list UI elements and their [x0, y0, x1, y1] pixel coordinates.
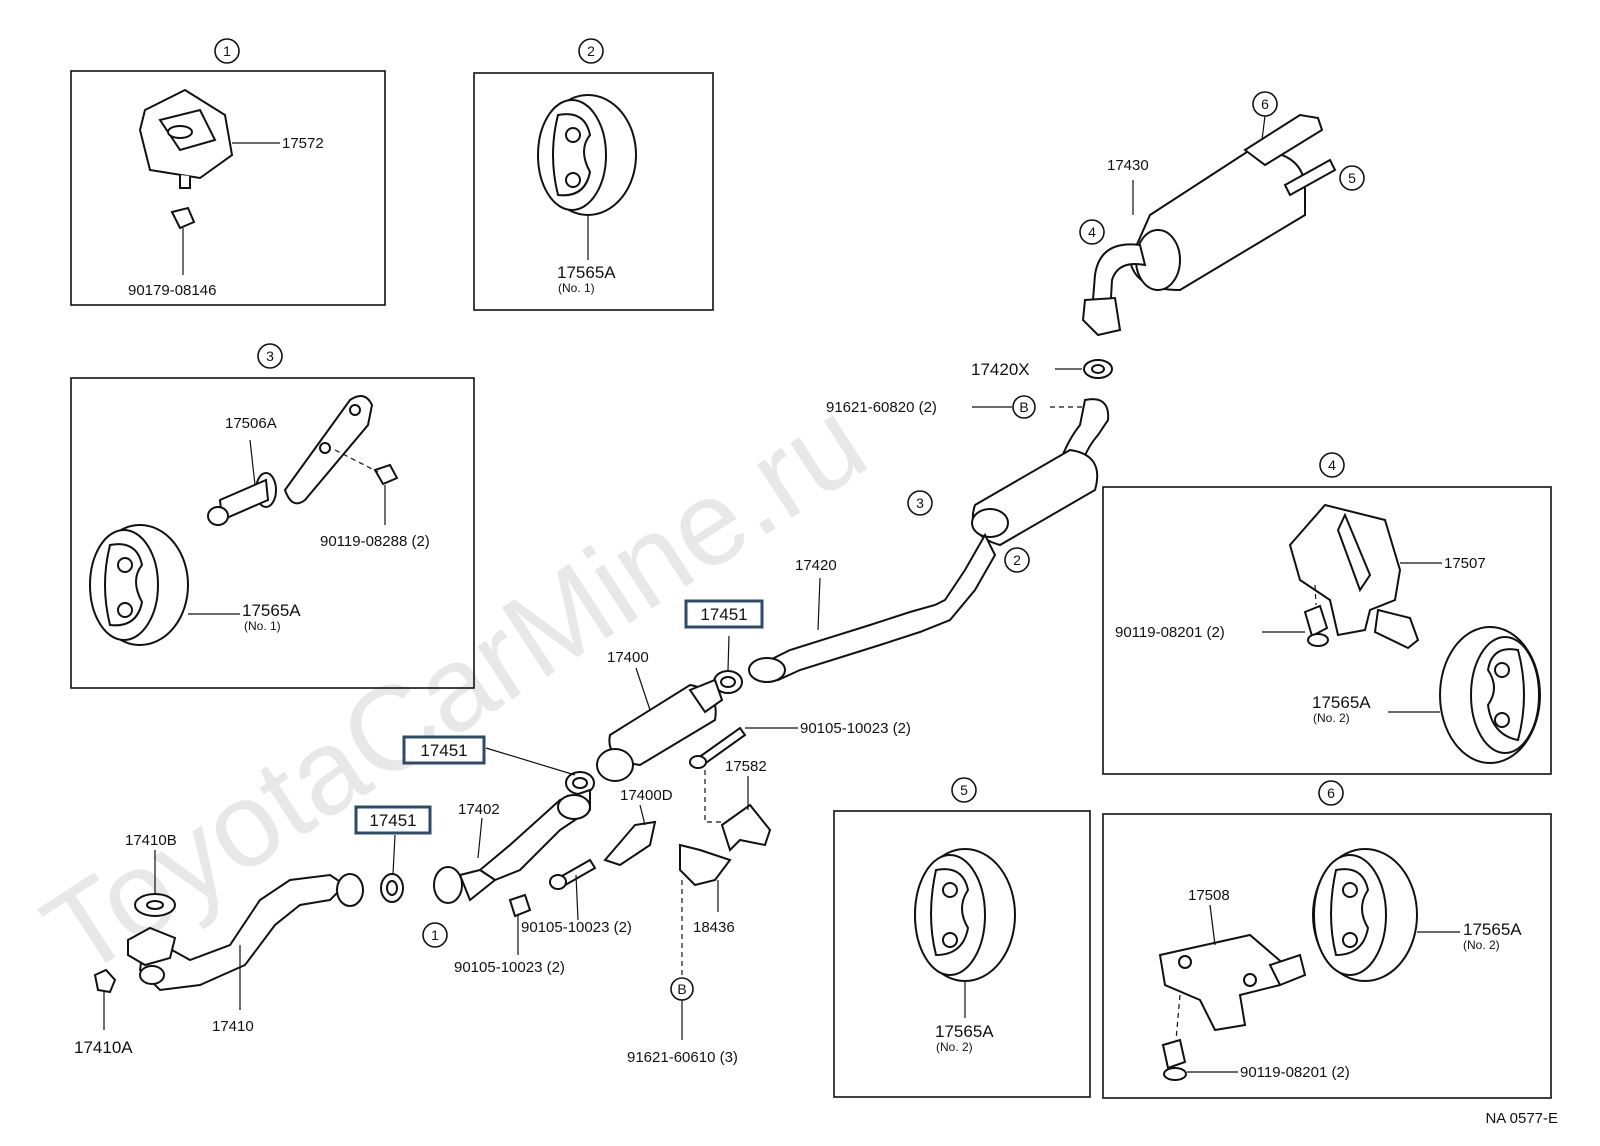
label-17572: 17572: [282, 135, 324, 152]
label-90105-10023-mid: 90105-10023 (2): [521, 919, 632, 936]
highlight-17451-upper: 17451: [684, 599, 764, 629]
callout-b-bottom: B: [677, 981, 686, 997]
callout-2-main: 2: [1013, 552, 1021, 568]
label-17565a-box5: 17565A: [935, 1022, 994, 1041]
callout-3-main: 3: [916, 495, 924, 511]
box1-callout: 1: [223, 43, 231, 59]
label-91621-60610: 91621-60610 (3): [627, 1049, 738, 1066]
label-17400d: 17400D: [620, 787, 673, 804]
label-no1-box3: (No. 1): [244, 619, 281, 633]
box4-callout: 4: [1328, 457, 1336, 473]
label-17508: 17508: [1188, 887, 1230, 904]
callout-6-main: 6: [1261, 96, 1269, 112]
diagram-code: NA 0577-E: [1485, 1110, 1558, 1127]
label-no2-box4: (No. 2): [1313, 711, 1350, 725]
label-17506a: 17506A: [225, 415, 277, 432]
label-17420: 17420: [795, 557, 837, 574]
box3-callout: 3: [266, 348, 274, 364]
label-no2-box5: (No. 2): [936, 1040, 973, 1054]
label-17451-lower: 17451: [369, 811, 416, 830]
label-17402: 17402: [458, 801, 500, 818]
detail-box-3: 3 17506A 90119-08288 (2) 17565A (No. 1): [70, 343, 475, 689]
label-90105-10023-upper: 90105-10023 (2): [800, 720, 911, 737]
box2-callout: 2: [587, 43, 595, 59]
highlight-17451-mid: 17451: [402, 735, 486, 765]
label-90119-08201-box4: 90119-08201 (2): [1115, 624, 1225, 641]
box5-callout: 5: [960, 782, 968, 798]
label-no2-box6: (No. 2): [1463, 938, 1500, 952]
callout-1-main: 1: [431, 927, 439, 943]
label-17400: 17400: [607, 649, 649, 666]
label-90179-08146: 90179-08146: [128, 282, 216, 299]
label-91621-60820: 91621-60820 (2): [826, 399, 937, 416]
detail-box-2: 2 17565A (No. 1): [473, 38, 714, 311]
main-exhaust-assembly: 17430 6 5 4 17420X B 91621-60820 (2) 174…: [74, 91, 1365, 1066]
label-17565a-box3: 17565A: [242, 601, 301, 620]
label-17410a: 17410A: [74, 1038, 133, 1057]
callout-5-main: 5: [1348, 170, 1356, 186]
label-17430: 17430: [1107, 157, 1149, 174]
label-no1-box2: (No. 1): [558, 281, 595, 295]
label-90105-10023-lower: 90105-10023 (2): [454, 959, 565, 976]
label-17507: 17507: [1444, 555, 1486, 572]
label-17410b: 17410B: [125, 832, 177, 849]
label-17565a-box2: 17565A: [557, 263, 616, 282]
detail-box-6: 6 17508 17565A (No. 2) 90119-08201 (2): [1102, 780, 1552, 1099]
detail-box-5: 5 17565A (No. 2): [833, 777, 1091, 1098]
label-90119-08201-box6: 90119-08201 (2): [1240, 1064, 1350, 1081]
label-17565a-box6: 17565A: [1463, 920, 1522, 939]
box6-callout: 6: [1327, 785, 1335, 801]
callout-4-main: 4: [1088, 224, 1096, 240]
label-17410: 17410: [212, 1018, 254, 1035]
detail-box-1: 1 17572 90179-08146: [70, 38, 386, 306]
label-17420x: 17420X: [971, 360, 1030, 379]
label-17451-upper: 17451: [700, 605, 747, 624]
label-17582: 17582: [725, 758, 767, 775]
label-90119-08288: 90119-08288 (2): [320, 533, 430, 550]
label-18436: 18436: [693, 919, 735, 936]
label-17451-mid: 17451: [420, 741, 467, 760]
highlight-17451-lower: 17451: [354, 805, 432, 835]
detail-box-4: 4 17507 90119-08201 (2) 17565A (No. 2): [1102, 452, 1552, 775]
label-17565a-box4: 17565A: [1312, 693, 1371, 712]
callout-b-top: B: [1019, 399, 1028, 415]
